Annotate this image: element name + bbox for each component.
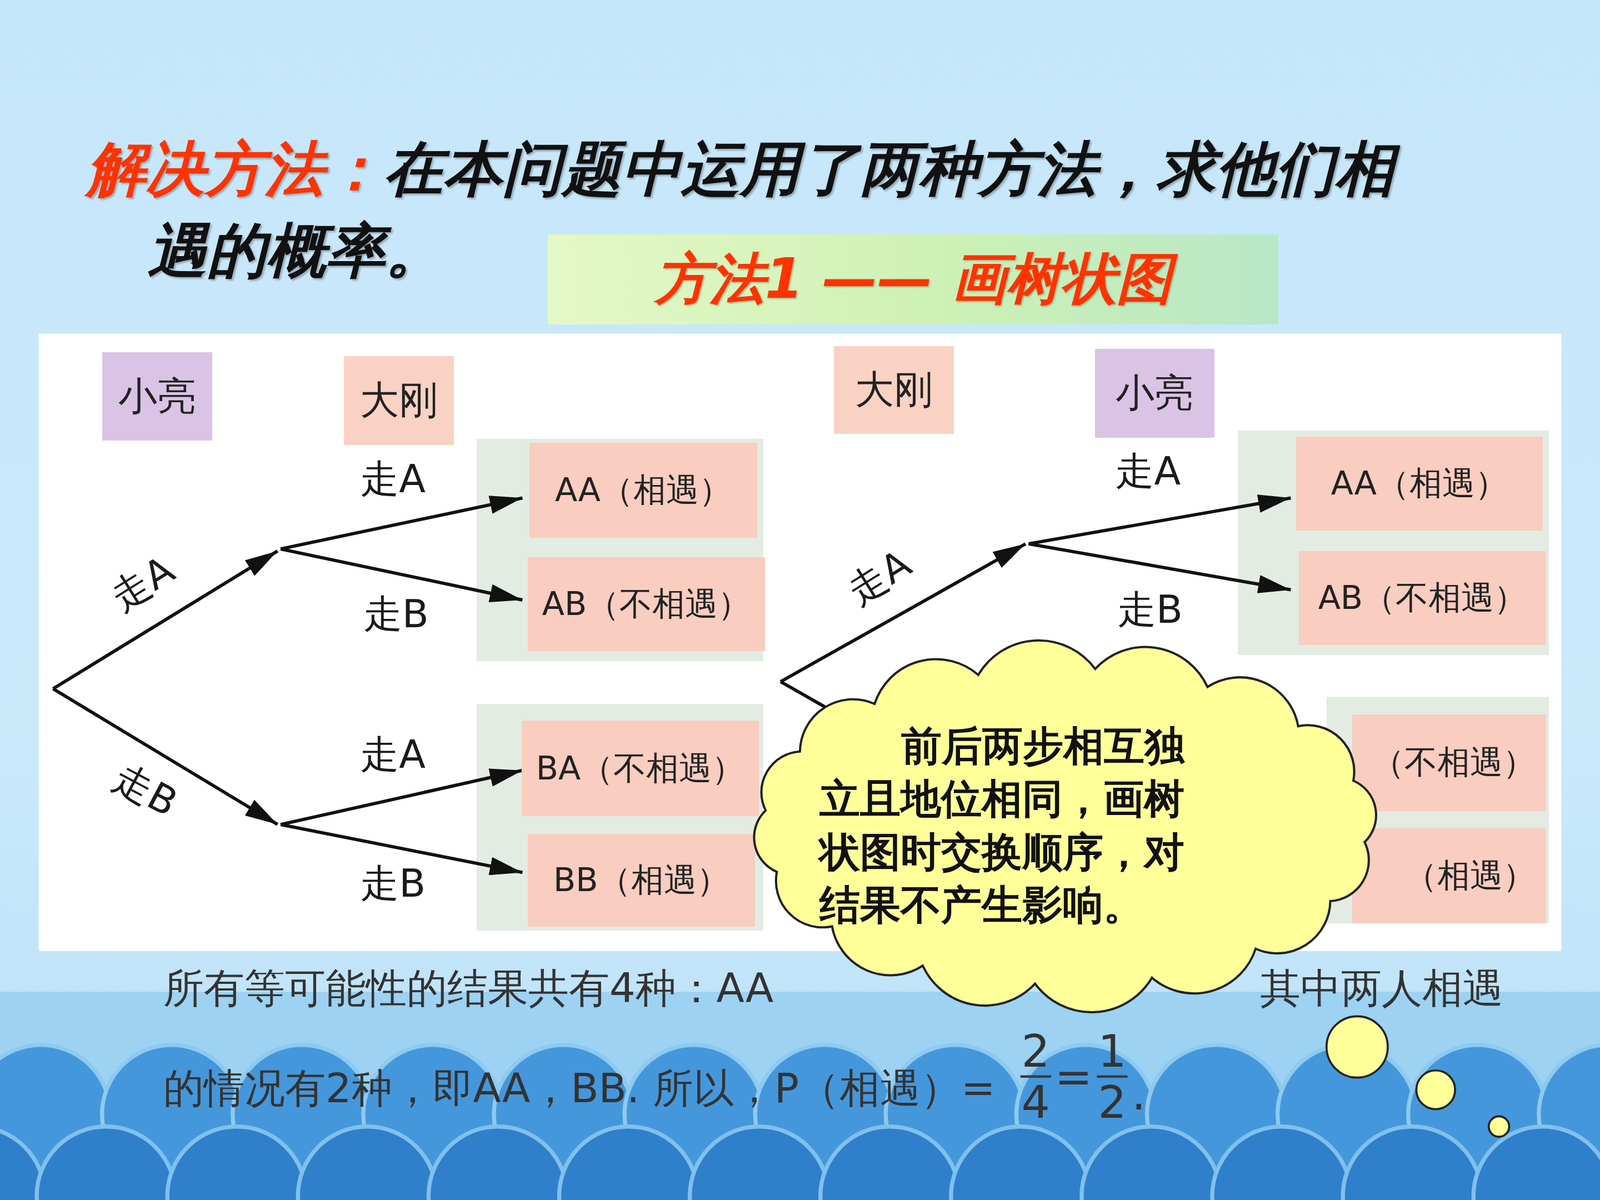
- outcome-box: AB（不相遇）: [1298, 551, 1546, 645]
- wave-arc: [690, 1126, 829, 1200]
- branch-label: 走B: [363, 588, 429, 641]
- person-box: 大刚: [343, 356, 454, 445]
- solution-text: 所有等可能性的结果共有4种：AA: [163, 961, 774, 1017]
- thought-bubble: [1326, 1016, 1388, 1078]
- wave-arc: [951, 1126, 1090, 1200]
- wave-band: [0, 991, 1600, 1200]
- outcome-box-text: AA（相遇）: [555, 468, 732, 513]
- title-heading: 解决方法：: [86, 134, 384, 204]
- thought-bubble: [1416, 1070, 1455, 1110]
- person-box: 大刚: [833, 346, 955, 434]
- method-banner-text: 方法1 —— 画树状图: [655, 242, 1172, 317]
- outcome-box-text: （不相遇）: [1371, 740, 1536, 785]
- formula-part: =: [1054, 1050, 1093, 1103]
- wave-arc: [36, 1126, 176, 1200]
- thought-bubbles: [1326, 1016, 1510, 1137]
- branch-label: 走A: [360, 453, 426, 506]
- tree-branch: [1028, 497, 1291, 544]
- branch-label: 走A: [360, 728, 426, 782]
- wave-arc: [1473, 1126, 1600, 1200]
- person-box-text: 大刚: [855, 363, 933, 417]
- outcome-box-text: BB（相遇）: [553, 858, 730, 903]
- outcome-box-text: （相遇）: [1404, 853, 1536, 898]
- outcome-box-text: AB（不相遇）: [1318, 576, 1528, 620]
- group-panel: [1237, 430, 1549, 655]
- solution-text: 其中两人相遇: [1260, 961, 1504, 1017]
- person-box-text: 小亮: [1115, 367, 1194, 420]
- outcome-box: BA（不相遇）: [521, 720, 759, 817]
- tree-branch: [280, 770, 523, 825]
- wave-arc: [820, 1126, 960, 1200]
- outcome-box: BB（相遇）: [527, 833, 756, 927]
- wave-arc: [297, 1126, 437, 1200]
- outcome-box: AA（相遇）: [529, 442, 758, 538]
- wave-arc: [428, 1126, 568, 1200]
- solution-text: 的情况有2种，即AA，BB. 所以，P（相遇）=: [163, 1061, 996, 1117]
- outcome-box: AA（相遇）: [1296, 436, 1543, 531]
- thought-bubble: [1488, 1116, 1510, 1137]
- formula-part: 2: [1021, 1025, 1050, 1078]
- branch-label: 走B: [1117, 583, 1183, 637]
- wave-arc: [1081, 1126, 1221, 1200]
- tree-branch: [1028, 543, 1291, 590]
- formula-part: 4: [1021, 1076, 1050, 1129]
- branch-label: 走B: [103, 752, 187, 829]
- branch-label: 走A: [101, 544, 185, 624]
- formula-part: 2: [1097, 1076, 1127, 1129]
- outcome-box: AB（不相遇）: [527, 557, 765, 652]
- outcome-box-text: BA（不相遇）: [536, 746, 745, 791]
- group-panel: [476, 703, 764, 931]
- outcome-box: （相遇）: [1352, 828, 1547, 924]
- person-box-text: 小亮: [118, 370, 197, 423]
- branch-label: 走B: [360, 857, 426, 910]
- outcome-box-text: AB（不相遇）: [542, 582, 752, 627]
- slide-title: 解决方法：在本问题中运用了两种方法，求他们相遇的概率。: [86, 128, 1434, 292]
- outcome-box: （不相遇）: [1352, 714, 1547, 812]
- wave-arc: [1342, 1126, 1482, 1200]
- branch-label: 走A: [837, 538, 922, 618]
- branch-label: 走A: [1115, 445, 1181, 498]
- wave-arc: [1212, 1126, 1352, 1200]
- formula-part: .: [1131, 1067, 1147, 1120]
- callout-cloud-text: 前后两步相互独立且地位相同，画树状图时交换顺序，对结果不产生影响。: [819, 719, 1199, 932]
- person-box-text: 大刚: [360, 374, 438, 427]
- person-box: 小亮: [102, 352, 213, 442]
- method-banner: 方法1 —— 画树状图: [547, 234, 1279, 325]
- wave-arc: [559, 1126, 699, 1200]
- cloud-shape: [754, 640, 1377, 1013]
- wave-arc: [167, 1126, 307, 1200]
- person-box: 小亮: [1095, 348, 1215, 438]
- outcome-box-text: AA（相遇）: [1331, 461, 1508, 506]
- formula-part: 1: [1097, 1025, 1127, 1078]
- tree-branch: [280, 497, 523, 549]
